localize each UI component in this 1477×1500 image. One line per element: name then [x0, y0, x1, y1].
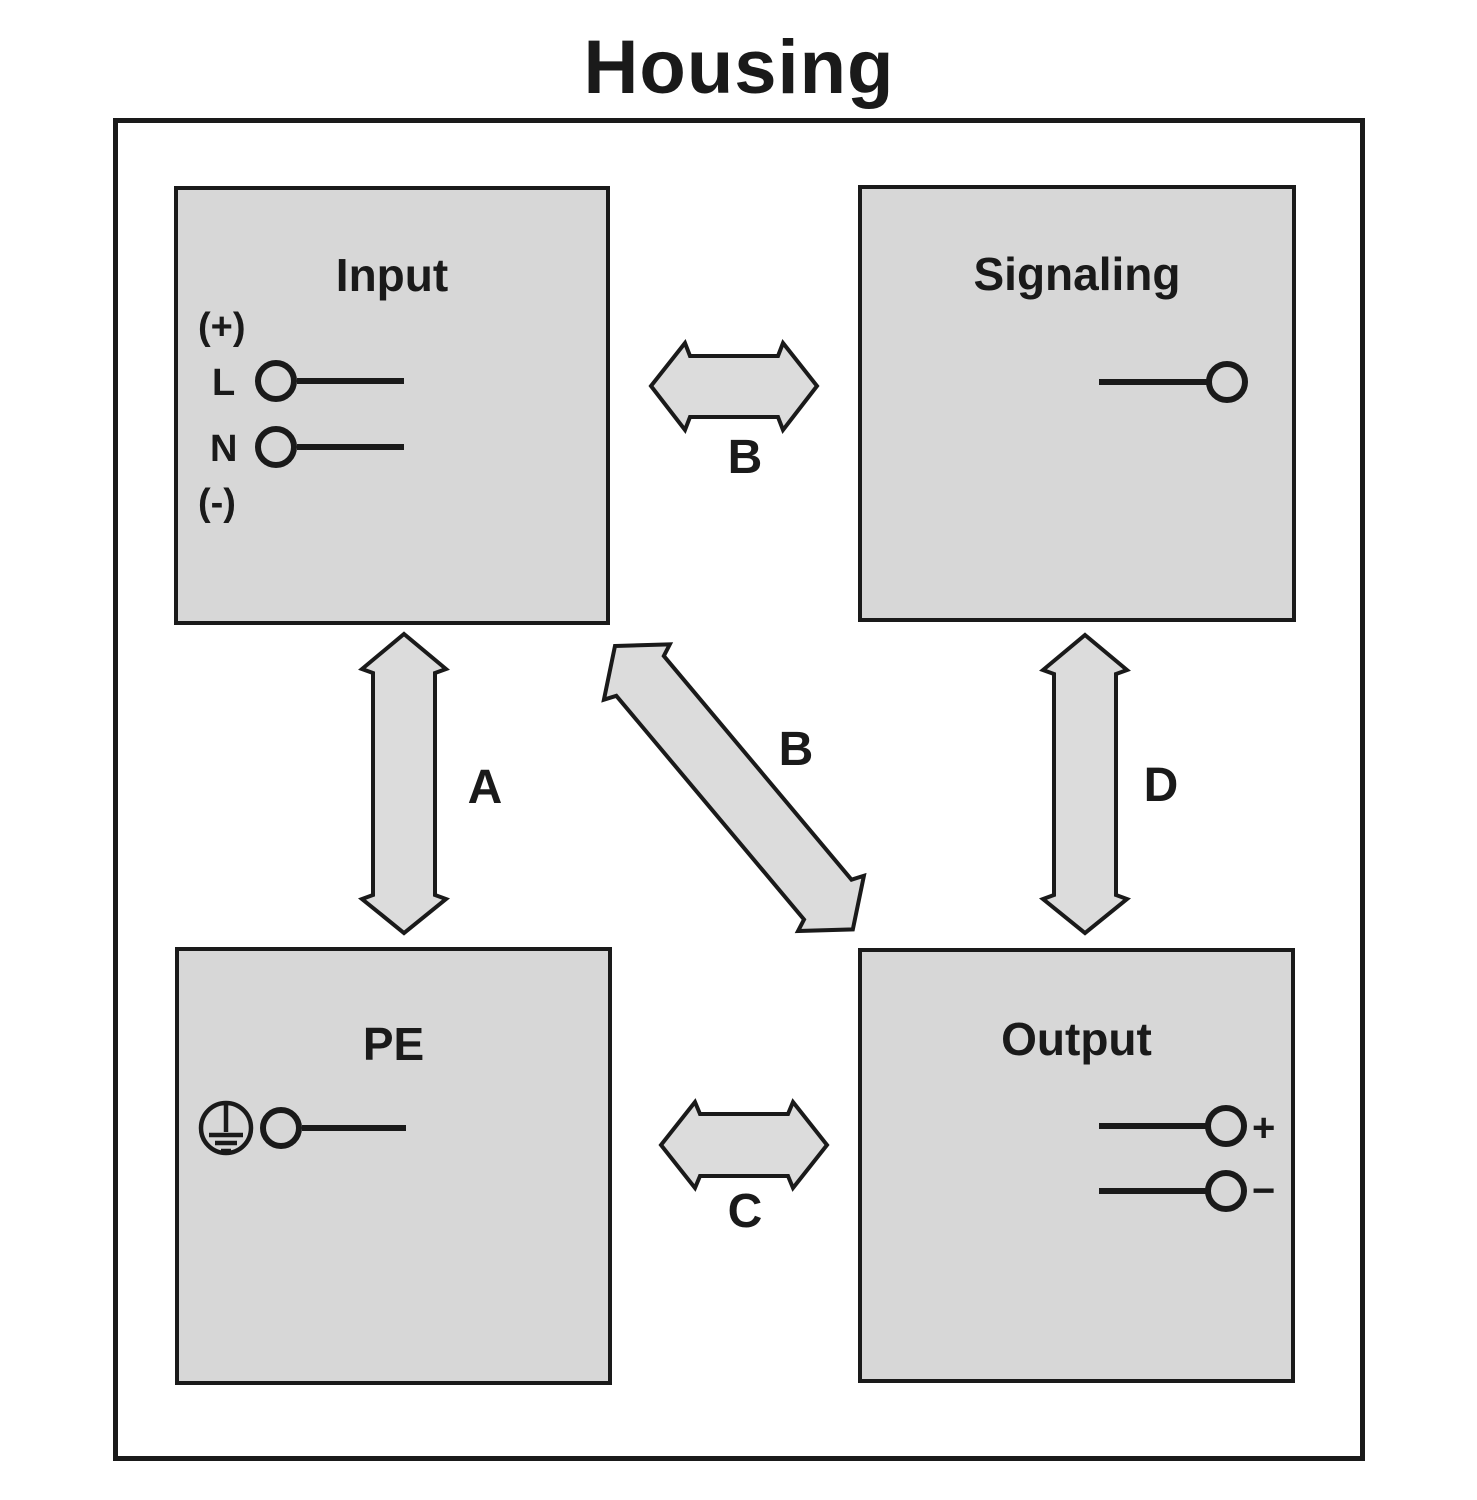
- input-line-label: L: [212, 362, 236, 404]
- arrow-c-label: C: [727, 1185, 763, 1238]
- input-terminal-n-circle: [255, 426, 297, 468]
- input-plus-label: (+): [198, 306, 246, 348]
- output-block: Output + −: [858, 948, 1295, 1383]
- signaling-block-label: Signaling: [973, 248, 1181, 300]
- arrow-b-diagonal-label: B: [778, 723, 814, 776]
- input-block-label: Input: [335, 249, 449, 301]
- output-block-label: Output: [1001, 1013, 1152, 1065]
- diagram-title: Housing: [583, 25, 895, 110]
- output-plus-label: +: [1252, 1106, 1276, 1150]
- output-minus-label: −: [1252, 1169, 1276, 1213]
- output-terminal-plus-circle: [1205, 1105, 1247, 1147]
- protective-earth-icon: [198, 1100, 254, 1156]
- output-terminal-minus-circle: [1205, 1170, 1247, 1212]
- arrow-d-label: D: [1143, 759, 1179, 812]
- pe-terminal-circle: [260, 1107, 302, 1149]
- arrow-b-horizontal-label: B: [727, 431, 763, 484]
- input-terminal-l-circle: [255, 360, 297, 402]
- input-block: Input (+) L N (-): [174, 186, 610, 625]
- input-neutral-label: N: [210, 428, 238, 470]
- arrow-a-label: A: [467, 761, 503, 814]
- signaling-block: Signaling: [858, 185, 1296, 622]
- pe-block: PE: [175, 947, 612, 1385]
- input-minus-label: (-): [198, 482, 236, 524]
- pe-block-label: PE: [362, 1018, 425, 1070]
- signaling-terminal-circle: [1206, 361, 1248, 403]
